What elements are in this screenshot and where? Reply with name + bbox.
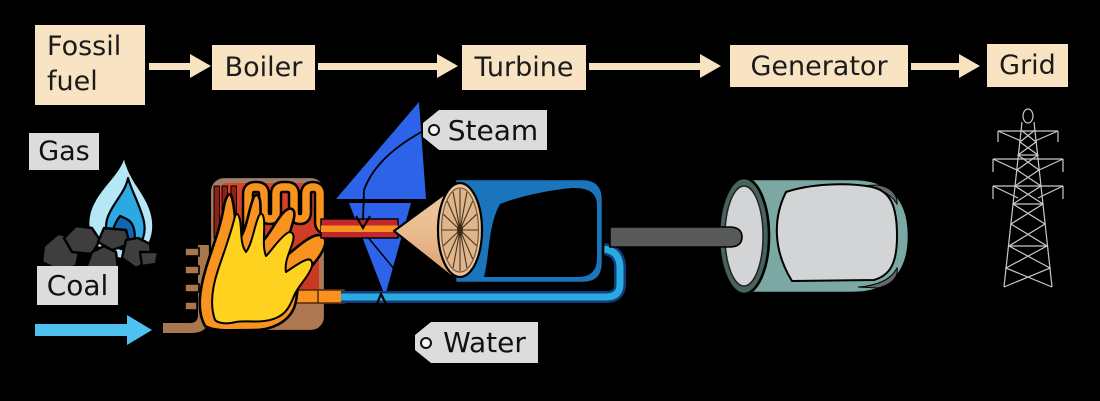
pylon-icon	[992, 108, 1064, 288]
fuel-feed-arrow-icon	[35, 315, 152, 345]
boiler-icon	[161, 175, 345, 335]
water-pipe	[317, 243, 626, 304]
shaft-icon	[609, 226, 743, 248]
steam-flash-icon	[336, 102, 426, 296]
steam-pointer-icon	[355, 128, 428, 231]
turbine-icon	[392, 177, 605, 285]
coal-icon	[40, 224, 160, 276]
generator-icon	[717, 176, 911, 296]
